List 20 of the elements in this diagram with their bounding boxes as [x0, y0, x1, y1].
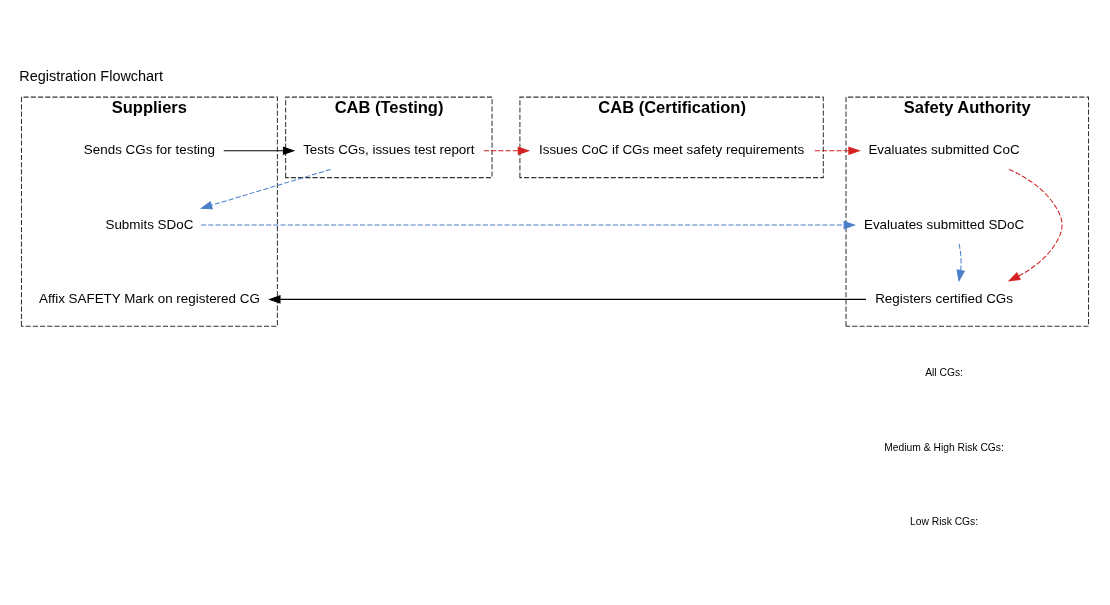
node-text: Evaluates submitted CoC	[868, 141, 1020, 157]
arrow	[199, 168, 332, 209]
arrow	[956, 242, 966, 282]
node-text: Issues CoC if CGs meet safety requirements	[538, 141, 805, 157]
legend-label: Medium & High Risk CGs:	[884, 441, 1004, 453]
diagram-title: Registration Flowchart	[19, 67, 163, 84]
node-text: Registers certified CGs	[875, 290, 1013, 306]
legend-label: Low Risk CGs:	[910, 515, 979, 527]
arrow	[268, 294, 867, 304]
legend-label: All CGs:	[925, 366, 963, 378]
arrow	[200, 220, 856, 229]
arrow	[223, 145, 296, 155]
node-text: Evaluates submitted SDoC	[863, 216, 1025, 232]
node-text: Submits SDoC	[105, 216, 194, 232]
node-text: Tests CGs, issues test report	[303, 141, 475, 157]
node-text: Affix SAFETY Mark on registered CG	[39, 290, 260, 306]
arrow	[483, 145, 531, 155]
arrow	[814, 145, 861, 155]
node-text: Sends CGs for testing	[83, 141, 216, 157]
arrow	[1007, 168, 1063, 281]
